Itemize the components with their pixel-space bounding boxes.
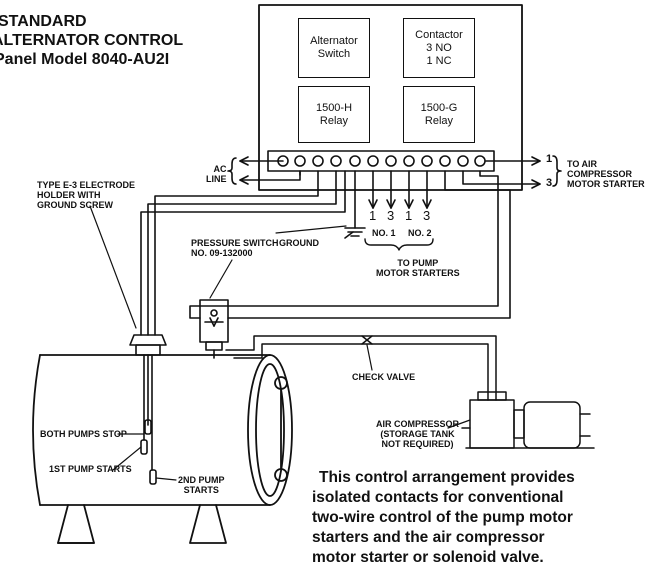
pump-no2-label: NO. 2	[408, 228, 432, 238]
pump2-terminal-3: 3	[423, 208, 431, 223]
pump2-terminal-1: 1	[405, 208, 413, 223]
pressure-switch-wires	[189, 170, 511, 319]
pump1-terminal-3: 3	[387, 208, 395, 223]
note-line-4: starters and the air compressor	[312, 529, 545, 546]
relay-1500h-box: 1500-H Relay	[298, 86, 370, 143]
relay-1500g-label: 1500-G Relay	[420, 101, 458, 127]
air-compressor	[461, 391, 595, 449]
pump-starter-arrows	[364, 170, 434, 251]
relay-1500g-box: 1500-G Relay	[403, 86, 475, 143]
to-pump-starters-label: TO PUMP MOTOR STARTERS	[376, 258, 460, 278]
ac-line-label: AC LINE	[206, 164, 227, 184]
electrode-wires	[140, 170, 346, 336]
air-compressor-label: AIR COMPRESSOR (STORAGE TANK NOT REQUIRE…	[376, 419, 460, 449]
note-line-1: This control arrangement provides	[319, 469, 575, 486]
compressor-starter-arrows	[462, 155, 562, 189]
contactor-box: Contactor 3 NO 1 NC	[403, 18, 475, 78]
terminal-3-label: 3	[546, 177, 553, 189]
alternator-switch-label: Alternator Switch	[310, 35, 358, 60]
first-pump-starts-label: 1ST PUMP STARTS	[49, 464, 132, 474]
leader-lines	[89, 205, 471, 481]
both-pumps-stop-label: BOTH PUMPS STOP	[40, 429, 127, 439]
alternator-switch-box: Alternator Switch	[298, 18, 370, 78]
title-line-1: STANDARD	[0, 13, 87, 30]
terminal-1-label: 1	[546, 153, 553, 165]
ground-label: GROUND	[279, 238, 319, 248]
storage-tank	[32, 354, 293, 544]
terminal-strip	[267, 150, 495, 172]
pressure-switch-label: PRESSURE SWITCH NO. 09-132000	[191, 238, 279, 258]
ground-symbol	[344, 170, 366, 239]
note-line-3: two-wire control of the pump motor	[312, 509, 573, 526]
air-piping	[225, 335, 497, 401]
pump1-terminal-1: 1	[369, 208, 377, 223]
electrode-holder-label: TYPE E-3 ELECTRODE HOLDER WITH GROUND SC…	[37, 180, 136, 210]
diagram-title: STANDARD ALTERNATOR CONTROL Panel Model …	[0, 12, 183, 69]
pump-no1-label: NO. 1	[372, 228, 396, 238]
title-line-3: Panel Model 8040-AU2I	[0, 51, 170, 68]
to-air-compressor-label: TO AIR COMPRESSOR MOTOR STARTER	[567, 159, 645, 189]
check-valve-label: CHECK VALVE	[352, 372, 416, 382]
electrode-holder	[129, 334, 167, 485]
pressure-switch	[199, 299, 229, 359]
note-line-2: isolated contacts for conventional	[312, 489, 564, 506]
contactor-label: Contactor 3 NO 1 NC	[415, 28, 463, 67]
explanatory-note: This control arrangement provides isolat…	[312, 468, 575, 568]
title-line-2: ALTERNATOR CONTROL	[0, 32, 184, 49]
second-pump-starts-label: 2ND PUMP STARTS	[178, 475, 225, 495]
terminal-screws	[277, 155, 486, 167]
relay-1500h-label: 1500-H Relay	[315, 101, 353, 127]
note-line-5: motor starter or solenoid valve.	[312, 549, 544, 566]
ac-line-arrows	[227, 156, 301, 185]
